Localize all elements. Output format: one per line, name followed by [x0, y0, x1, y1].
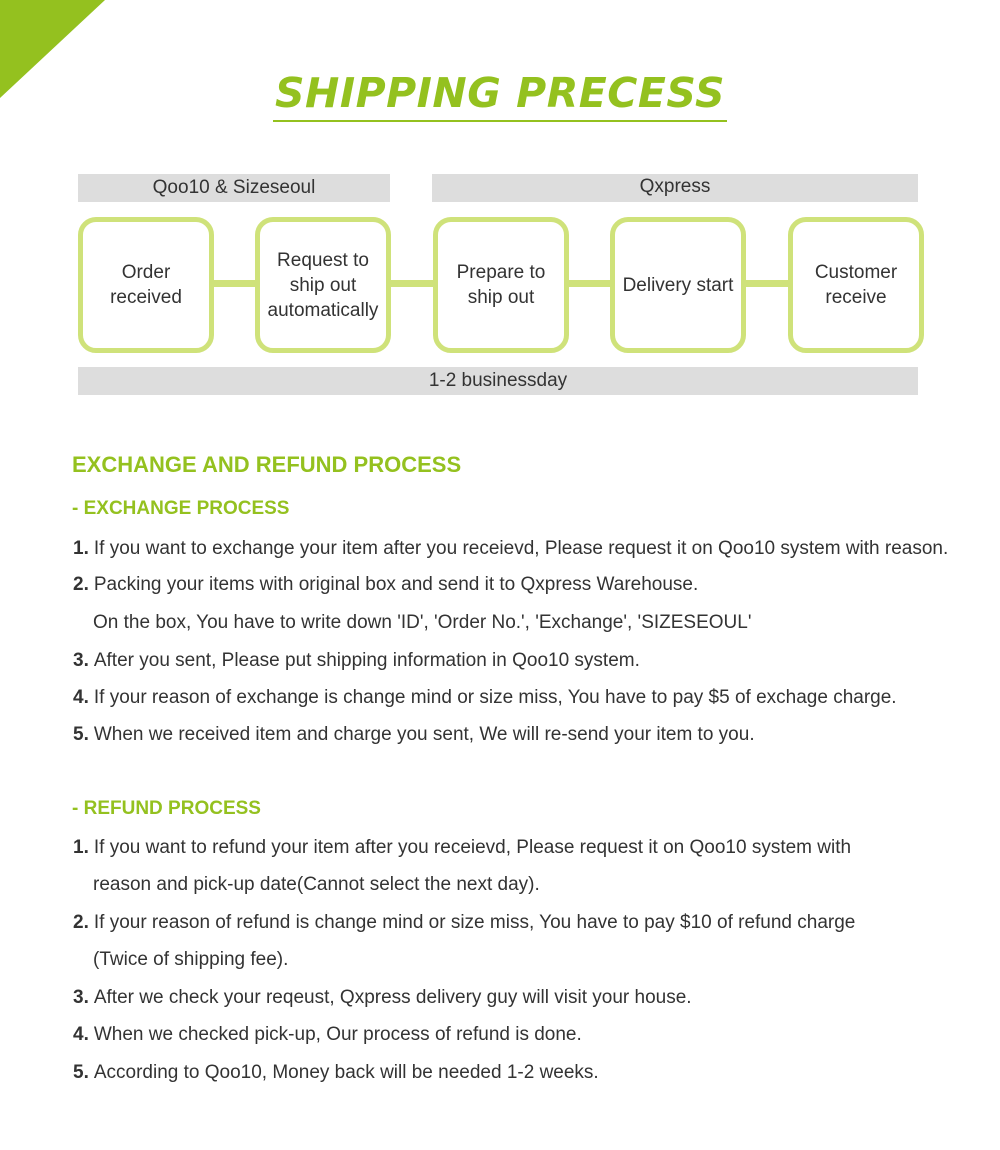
flow-connector [742, 280, 792, 287]
step-label: Order received [110, 262, 182, 308]
exchange-refund-heading: EXCHANGE AND REFUND PROCESS [72, 452, 462, 477]
step-label: Delivery start [622, 274, 734, 296]
step-order-received: Order received [78, 217, 214, 353]
list-item: 4.When we checked pick-up, Our process o… [73, 1024, 582, 1045]
corner-decoration [0, 0, 105, 98]
step-label: Customer receive [814, 262, 898, 308]
duration-bar: 1-2 businessday [78, 367, 918, 395]
step-customer-receive: Customer receive [788, 217, 924, 353]
list-item: 2.If your reason of refund is change min… [73, 912, 856, 933]
flow-connector [210, 280, 260, 287]
title-area: SHIPPING PRECESS [0, 70, 1000, 122]
step-prepare-ship-out: Prepare to ship out [433, 217, 569, 353]
list-item-continuation: reason and pick-up date(Cannot select th… [93, 874, 540, 895]
list-item: 1.If you want to exchange your item afte… [73, 538, 949, 559]
exchange-process-heading: - EXCHANGE PROCESS [72, 498, 290, 519]
list-item: 3.After you sent, Please put shipping in… [73, 650, 640, 671]
list-item: 5.When we received item and charge you s… [73, 724, 755, 745]
step-request-ship-out: Request to ship out automatically [255, 217, 391, 353]
list-item-continuation: (Twice of shipping fee). [93, 949, 289, 970]
list-item: 1.If you want to refund your item after … [73, 837, 852, 858]
step-label: Prepare to ship out [456, 262, 546, 308]
flow-connector [387, 280, 437, 287]
stage-bar-qoo10: Qoo10 & Sizeseoul [78, 174, 390, 202]
list-item: 2.Packing your items with original box a… [73, 574, 699, 595]
list-item: 5.According to Qoo10, Money back will be… [73, 1062, 599, 1083]
flow-connector [565, 280, 615, 287]
step-delivery-start: Delivery start [610, 217, 746, 353]
refund-process-heading: - REFUND PROCESS [72, 798, 261, 819]
stage-bar-qxpress: Qxpress [432, 174, 918, 202]
list-item-continuation: On the box, You have to write down 'ID',… [93, 612, 752, 633]
step-label: Request to ship out automatically [267, 249, 379, 321]
list-item: 3.After we check your reqeust, Qxpress d… [73, 987, 692, 1008]
page-title: SHIPPING PRECESS [272, 70, 727, 122]
list-item: 4.If your reason of exchange is change m… [73, 687, 897, 708]
